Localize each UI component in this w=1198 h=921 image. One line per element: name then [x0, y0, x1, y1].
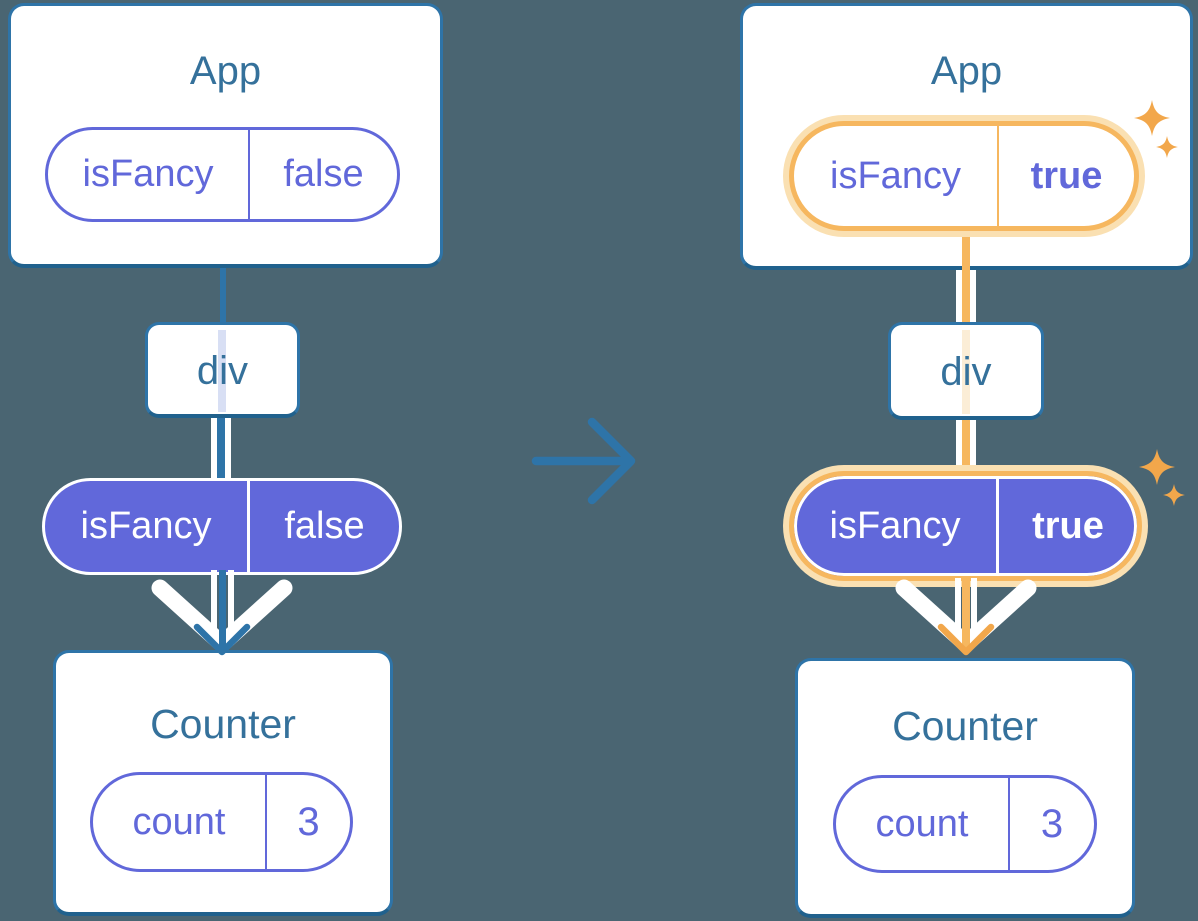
- pill-divider: [996, 476, 999, 576]
- state-name-cell: count: [93, 775, 265, 869]
- flow-white-line-right: [228, 570, 234, 645]
- prop-name: isFancy: [829, 504, 961, 547]
- state-name: count: [132, 800, 226, 843]
- app-prop-pill-highlighted: isFancy true: [789, 121, 1139, 231]
- prop-value: true: [1030, 154, 1103, 197]
- arrowhead-down-icon: [937, 623, 995, 656]
- sparkle-icon-large: [1139, 449, 1175, 485]
- prop-pipe: [956, 268, 976, 326]
- passed-prop-pill: isFancy false: [42, 478, 402, 575]
- pill-divider: [265, 775, 267, 869]
- div-node: [888, 322, 1044, 420]
- counter-state-pill: count 3: [90, 772, 353, 872]
- prop-flow-line: [962, 228, 970, 272]
- div-label: div: [196, 349, 249, 393]
- parent-connector-line: [220, 264, 226, 326]
- flow-white-line-left: [955, 578, 961, 645]
- state-value: 3: [297, 799, 320, 844]
- prop-pipe: [956, 418, 976, 474]
- state-value-cell: 3: [1010, 778, 1094, 870]
- sparkle-icon-large: [1134, 100, 1170, 136]
- prop-name-cell: isFancy: [45, 481, 247, 572]
- prop-value-cell: false: [250, 130, 397, 219]
- prop-pass-through-stripe: [962, 330, 970, 414]
- app-title: App: [930, 49, 1003, 93]
- prop-name-cell: isFancy: [794, 476, 996, 576]
- pill-divider: [997, 126, 999, 226]
- sparkle-icon-small: [1156, 136, 1178, 158]
- right-arrow-icon: [531, 417, 636, 505]
- sparkle-icon-small: [1163, 484, 1185, 506]
- prop-name: isFancy: [82, 153, 214, 195]
- state-name-cell: count: [836, 778, 1008, 870]
- prop-flow-line: [219, 570, 226, 648]
- prop-pipe: [211, 416, 231, 480]
- flow-white-line-left: [211, 570, 217, 645]
- prop-name: isFancy: [80, 505, 212, 547]
- prop-name-cell: isFancy: [794, 126, 997, 226]
- arrowhead-down-icon: [193, 623, 251, 656]
- app-prop-pill: isFancy false: [45, 127, 400, 222]
- passed-prop-pill-highlighted: isFancy true: [789, 471, 1142, 581]
- app-title: App: [189, 49, 262, 93]
- pill-divider: [247, 481, 250, 572]
- state-value: 3: [1040, 801, 1064, 846]
- prop-value-cell: true: [999, 476, 1137, 576]
- state-value-cell: 3: [267, 775, 350, 869]
- prop-value: false: [284, 505, 365, 547]
- prop-value: false: [283, 153, 364, 195]
- prop-name-cell: isFancy: [48, 130, 248, 219]
- counter-state-pill: count 3: [833, 775, 1097, 873]
- div-label: div: [940, 350, 992, 394]
- pill-divider: [248, 130, 250, 219]
- prop-value: true: [1032, 504, 1104, 547]
- state-name: count: [875, 802, 969, 845]
- counter-title: Counter: [150, 701, 296, 747]
- flow-white-line-right: [971, 578, 977, 645]
- prop-value-cell: false: [250, 481, 399, 572]
- counter-title: Counter: [892, 703, 1038, 749]
- prop-value-cell: true: [999, 126, 1134, 226]
- div-node: [145, 322, 300, 418]
- prop-pass-through-stripe: [218, 330, 226, 412]
- pill-divider: [1008, 778, 1010, 870]
- prop-flow-line: [962, 578, 970, 648]
- prop-name: isFancy: [830, 154, 961, 197]
